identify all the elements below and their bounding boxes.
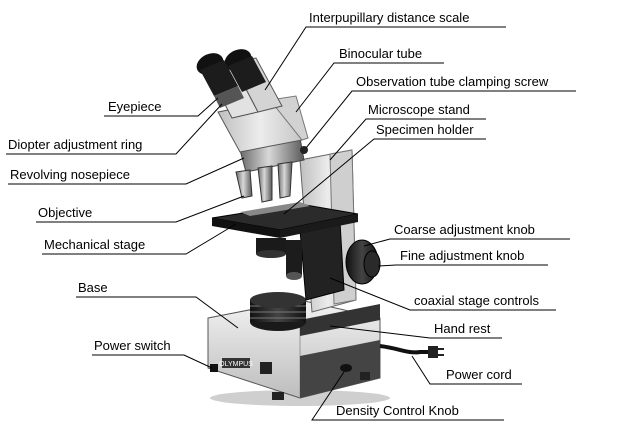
- base-indicator: [260, 362, 272, 374]
- label-binocular-tube: Binocular tube: [339, 46, 422, 61]
- leader-stand: [329, 118, 486, 161]
- power-switch-shape: [210, 364, 218, 372]
- eyepiece-right-body: [228, 56, 266, 92]
- leader-power-switch: [92, 354, 213, 369]
- foot-right: [360, 372, 370, 380]
- leader-interpupillary: [264, 26, 506, 91]
- density-knob-shape: [340, 364, 352, 372]
- leader-coaxial: [329, 277, 556, 311]
- condenser-bottom: [256, 250, 286, 258]
- label-objective: Objective: [38, 205, 92, 220]
- leader-objective: [36, 195, 245, 223]
- field-lens-top: [250, 292, 306, 308]
- leader-power-cord: [411, 355, 522, 385]
- leader-eyepiece: [104, 97, 219, 117]
- leader-lines: [6, 26, 576, 421]
- stage-front: [212, 218, 280, 238]
- label-mechanical-stage: Mechanical stage: [44, 237, 145, 252]
- label-revolving-nosepiece: Revolving nosepiece: [10, 167, 130, 182]
- condenser: [256, 238, 286, 254]
- leader-clamping: [305, 90, 576, 149]
- leader-base: [76, 296, 239, 329]
- objectives: [235, 161, 293, 203]
- stage-side: [280, 214, 358, 238]
- objective-2: [257, 165, 273, 203]
- label-fine-knob: Fine adjustment knob: [400, 248, 524, 263]
- hand-rest-shape: [300, 304, 380, 336]
- leader-density: [311, 371, 504, 421]
- leader-diopter: [6, 103, 223, 155]
- leader-holder: [283, 138, 486, 215]
- label-base: Base: [78, 280, 108, 295]
- plug: [428, 346, 438, 358]
- brand-plate-text: OLYMPUS: [219, 361, 253, 368]
- leader-binocular: [295, 62, 444, 113]
- leader-nosepiece: [8, 157, 245, 185]
- fine-knob-shape: [363, 250, 381, 278]
- diopter-ring-shape: [214, 86, 244, 108]
- power-cord-shape: [379, 344, 430, 355]
- label-microscope-stand: Microscope stand: [368, 102, 470, 117]
- label-density-knob: Density Control Knob: [336, 403, 459, 418]
- leader-mech-stage: [42, 223, 237, 255]
- coaxial-knob: [286, 272, 302, 280]
- base-side-dark: [300, 340, 380, 398]
- specimen-holder-shape: [240, 202, 310, 216]
- coaxial-controls-shape: [286, 240, 302, 276]
- leader-handrest: [329, 325, 502, 339]
- label-hand-rest: Hand rest: [434, 321, 491, 336]
- leader-coarse: [363, 238, 570, 247]
- label-coaxial-controls: coaxial stage controls: [414, 293, 540, 308]
- label-power-cord: Power cord: [446, 367, 512, 382]
- label-clamping-screw: Observation tube clamping screw: [356, 74, 549, 89]
- label-eyepiece: Eyepiece: [108, 99, 161, 114]
- label-power-switch: Power switch: [94, 338, 171, 353]
- label-interpupillary: Interpupillary distance scale: [309, 10, 469, 25]
- eyepiece-left-body: [200, 60, 238, 96]
- leader-fine: [377, 264, 548, 267]
- focus-block: [299, 221, 345, 301]
- foot-left: [272, 392, 284, 400]
- label-diopter-ring: Diopter adjustment ring: [8, 137, 142, 152]
- labels: Interpupillary distance scale Binocular …: [8, 10, 549, 418]
- objective-1: [235, 169, 253, 199]
- microscope-illustration: OLYMPUS: [196, 49, 444, 406]
- label-coarse-knob: Coarse adjustment knob: [394, 222, 535, 237]
- label-specimen-holder: Specimen holder: [376, 122, 474, 137]
- brand-plate: [222, 358, 250, 368]
- objective-3: [277, 161, 293, 199]
